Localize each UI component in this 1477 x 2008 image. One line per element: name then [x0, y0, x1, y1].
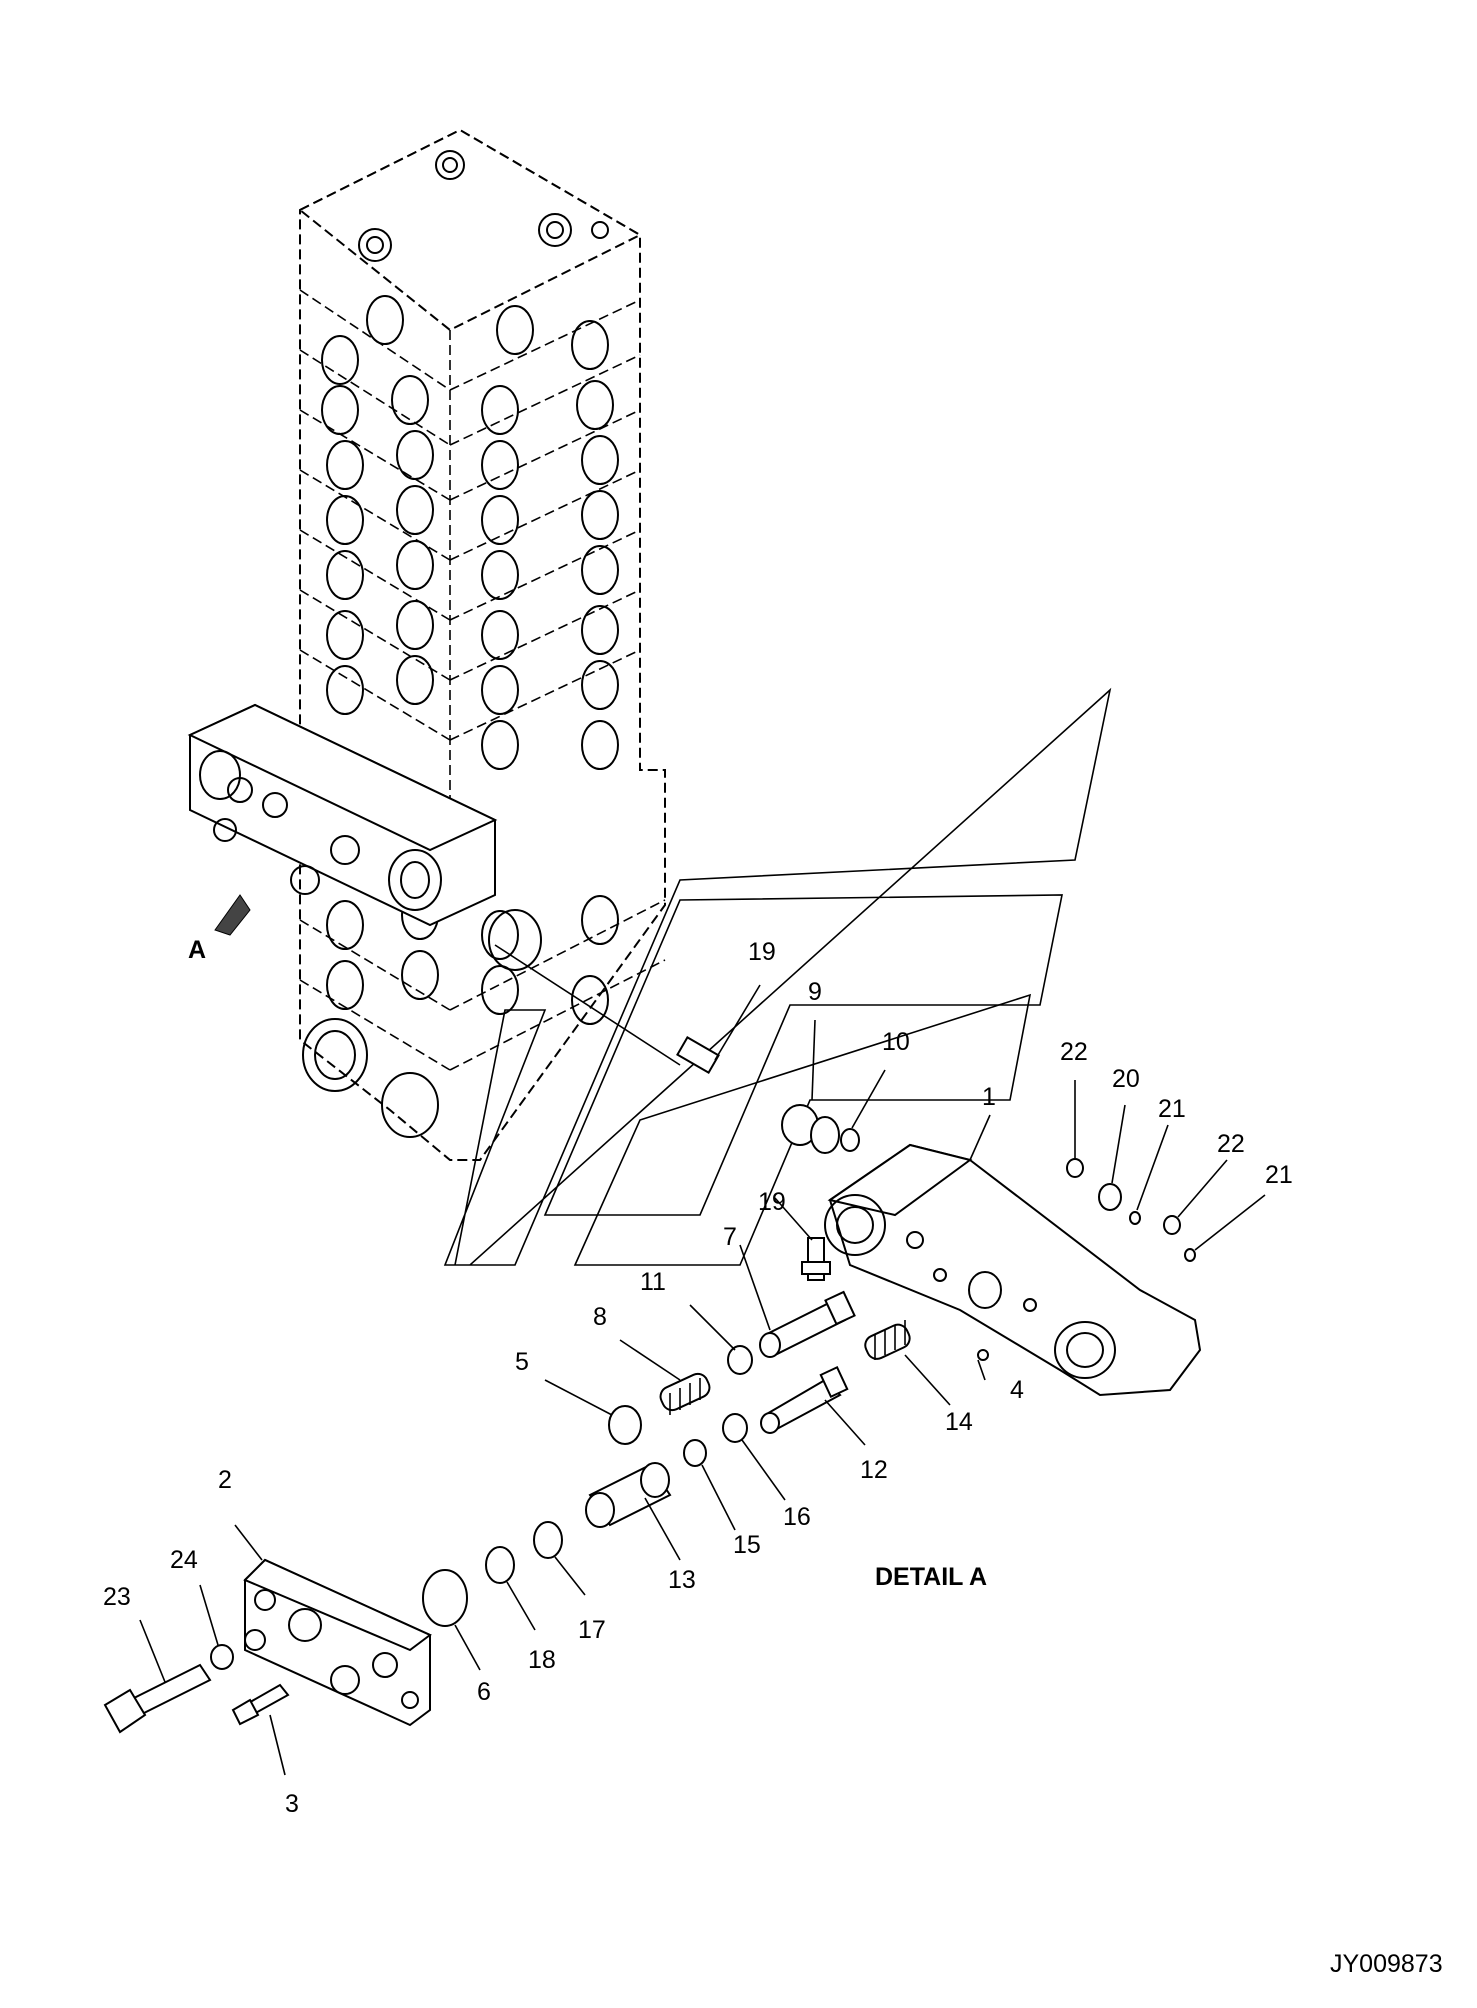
part-8-spring — [659, 1372, 711, 1415]
part-13-plug — [585, 1462, 672, 1528]
label-5: 5 — [515, 1348, 529, 1376]
part-14-spring — [864, 1320, 911, 1360]
part-18-oring — [485, 1546, 515, 1584]
part-10-oring — [840, 1128, 860, 1152]
label-6: 6 — [477, 1678, 491, 1706]
drawing-number: JY009873 — [1330, 1950, 1443, 1978]
mounted-block — [187, 703, 542, 971]
part-11-seat — [727, 1345, 753, 1375]
label-24: 24 — [170, 1546, 198, 1574]
label-14: 14 — [945, 1408, 973, 1436]
label-4: 4 — [1010, 1376, 1024, 1404]
label-17: 17 — [578, 1616, 606, 1644]
part-6-oring — [422, 1569, 468, 1627]
label-19-lower: 19 — [758, 1188, 786, 1216]
part-1-valve-body — [824, 1143, 1202, 1397]
part-21-oring-b — [1184, 1248, 1196, 1262]
label-20: 20 — [1112, 1065, 1140, 1093]
label-8: 8 — [593, 1303, 607, 1331]
label-7: 7 — [723, 1223, 737, 1251]
label-10: 10 — [882, 1028, 910, 1056]
part-number-labels: 19 9 10 1 22 20 21 22 21 19 7 11 8 5 4 1… — [103, 938, 1293, 1818]
label-13: 13 — [668, 1566, 696, 1594]
leader-lines — [139, 984, 1266, 1776]
part-22-oring-b — [1163, 1215, 1181, 1235]
stack-section-lines — [299, 289, 666, 1071]
part-9-plug — [781, 1104, 840, 1154]
part-20-oring — [1098, 1183, 1122, 1211]
label-21-lower: 21 — [1265, 1161, 1293, 1189]
part-5-oring — [608, 1405, 642, 1445]
part-24-washer — [210, 1644, 234, 1670]
part-21-oring-a — [1129, 1211, 1141, 1225]
view-arrow-a — [214, 894, 251, 936]
label-2: 2 — [218, 1466, 232, 1494]
leader-arrow-graphics — [443, 687, 1112, 1266]
label-1: 1 — [982, 1083, 996, 1111]
label-3: 3 — [285, 1790, 299, 1818]
label-9: 9 — [808, 978, 822, 1006]
label-12: 12 — [860, 1456, 888, 1484]
label-18: 18 — [528, 1646, 556, 1674]
label-22-lower: 22 — [1217, 1130, 1245, 1158]
part-15-oring — [683, 1439, 707, 1467]
part-17-oring — [533, 1521, 563, 1559]
detail-a-title: DETAIL A — [875, 1563, 987, 1591]
label-22-upper: 22 — [1060, 1038, 1088, 1066]
view-marker-label: A — [188, 936, 206, 964]
part-16-oring — [722, 1413, 748, 1443]
part-3-bolt — [231, 1683, 290, 1726]
label-21-upper: 21 — [1158, 1095, 1186, 1123]
label-15: 15 — [733, 1531, 761, 1559]
stack-port-holes — [302, 150, 619, 1138]
part-4-pin — [977, 1349, 989, 1361]
part-23-bolt — [103, 1663, 212, 1734]
part-2-cover — [243, 1558, 432, 1727]
part-19-fitting-lower — [801, 1237, 831, 1281]
label-23: 23 — [103, 1583, 131, 1611]
part-19-fitting-upper — [494, 944, 720, 1075]
label-19-upper: 19 — [748, 938, 776, 966]
part-22-oring-a — [1066, 1158, 1084, 1178]
part-7-spool — [759, 1290, 856, 1358]
label-16: 16 — [783, 1503, 811, 1531]
control-valve-stack — [187, 128, 666, 1161]
label-11: 11 — [640, 1268, 666, 1296]
small-orings — [1066, 1158, 1196, 1262]
part-12-poppet — [760, 1365, 849, 1434]
